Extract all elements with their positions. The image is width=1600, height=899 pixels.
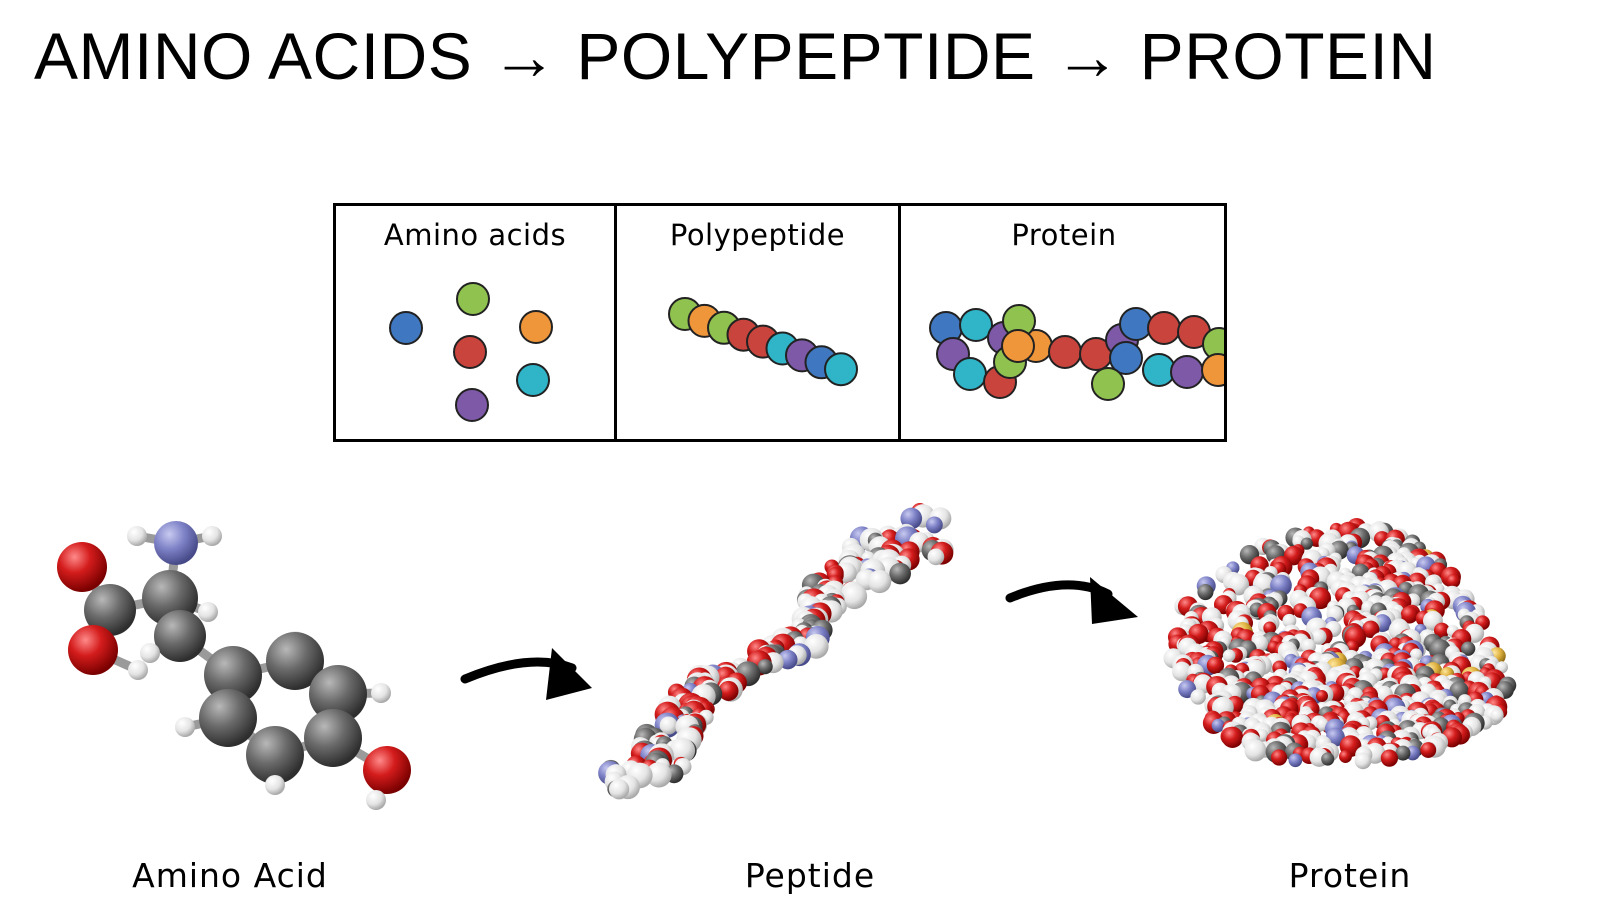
atom bbox=[366, 790, 386, 810]
atom bbox=[1362, 620, 1380, 638]
atom bbox=[1197, 583, 1214, 601]
arrow-to-peptide-icon bbox=[460, 648, 592, 700]
amino-acid-bead bbox=[455, 388, 489, 422]
atom bbox=[68, 625, 118, 675]
schematic-panel: Amino acids Polypeptide Protein bbox=[333, 203, 1227, 442]
atom bbox=[371, 683, 391, 703]
atom bbox=[925, 516, 943, 534]
atom bbox=[140, 643, 160, 663]
atom bbox=[900, 507, 923, 530]
atom bbox=[1400, 606, 1419, 624]
amino-acid-bead bbox=[824, 352, 858, 387]
schematic-beads bbox=[389, 282, 1224, 422]
amino-acid-bead bbox=[389, 311, 423, 345]
atom bbox=[175, 717, 195, 737]
atom bbox=[363, 746, 411, 794]
atom bbox=[1321, 752, 1335, 766]
atom bbox=[1395, 745, 1411, 761]
atom bbox=[1300, 537, 1313, 550]
atom bbox=[1190, 689, 1206, 705]
label-amino-acid: Amino Acid bbox=[132, 856, 328, 895]
atom bbox=[1315, 689, 1329, 703]
label-peptide: Peptide bbox=[744, 856, 876, 895]
label-protein: Protein bbox=[1288, 856, 1412, 895]
panel-label-amino-acids: Amino acids bbox=[383, 218, 567, 252]
amino-acid-bead bbox=[1201, 353, 1224, 387]
atom bbox=[1311, 629, 1327, 645]
protein-molecule bbox=[1163, 518, 1517, 770]
amino-acid-bead bbox=[453, 335, 487, 369]
atom bbox=[204, 646, 262, 704]
free-amino-acid-beads bbox=[389, 282, 553, 422]
atom bbox=[1222, 649, 1236, 662]
atom bbox=[659, 716, 678, 735]
atom bbox=[927, 548, 945, 566]
amino-acid-bead bbox=[519, 310, 553, 344]
atom bbox=[199, 689, 257, 747]
atom bbox=[304, 709, 362, 767]
atom bbox=[1339, 750, 1352, 763]
atom bbox=[1433, 622, 1450, 639]
atom bbox=[1263, 621, 1277, 635]
atom bbox=[154, 521, 198, 565]
page-title: AMINO ACIDS → POLYPEPTIDE → PROTEIN bbox=[34, 19, 1437, 93]
polypeptide-chain-beads bbox=[668, 297, 858, 387]
atom bbox=[669, 737, 696, 764]
atom bbox=[127, 526, 147, 546]
atom bbox=[246, 726, 304, 784]
atom bbox=[867, 569, 892, 594]
atom bbox=[266, 632, 324, 690]
atom bbox=[198, 602, 218, 622]
panel-divider bbox=[614, 206, 617, 439]
atom bbox=[309, 665, 367, 723]
atom bbox=[1172, 661, 1192, 682]
amino-acid-bead bbox=[1001, 329, 1035, 363]
amino-acid-bead bbox=[1109, 341, 1143, 375]
atom bbox=[609, 779, 630, 800]
atom bbox=[1270, 574, 1292, 597]
panel-label-polypeptide: Polypeptide bbox=[669, 218, 846, 252]
atom bbox=[1380, 749, 1399, 767]
atom bbox=[154, 610, 206, 662]
atom bbox=[889, 562, 911, 585]
atom bbox=[1420, 742, 1437, 759]
atom bbox=[57, 542, 107, 592]
atom bbox=[1282, 613, 1297, 628]
atom bbox=[1288, 753, 1303, 768]
atom bbox=[1206, 656, 1225, 675]
peptide-molecule bbox=[598, 502, 954, 800]
atom bbox=[1270, 749, 1288, 766]
atom bbox=[1490, 708, 1504, 723]
folded-protein-beads bbox=[929, 304, 1224, 401]
atom bbox=[757, 659, 773, 675]
amino-acid-bead bbox=[1091, 367, 1125, 401]
atom bbox=[646, 762, 672, 788]
arrow-to-protein-icon bbox=[1005, 577, 1138, 624]
atom bbox=[265, 775, 285, 795]
panel-divider bbox=[898, 206, 901, 439]
panel-label-protein: Protein bbox=[1011, 218, 1117, 252]
atom bbox=[84, 584, 136, 636]
atom bbox=[128, 660, 148, 680]
amino-acid-bead bbox=[959, 308, 993, 342]
amino-acid-bead bbox=[516, 363, 550, 397]
atom bbox=[1244, 739, 1267, 762]
amino-acid-molecule bbox=[57, 521, 411, 810]
atom bbox=[1211, 718, 1225, 733]
atom bbox=[1461, 641, 1476, 656]
atom bbox=[1446, 574, 1461, 588]
atom bbox=[202, 526, 222, 546]
atom bbox=[1221, 726, 1244, 748]
atom bbox=[718, 680, 739, 701]
amino-acid-bead bbox=[456, 282, 490, 316]
atom bbox=[1354, 752, 1372, 770]
atom bbox=[841, 583, 868, 610]
atom bbox=[1301, 638, 1316, 654]
